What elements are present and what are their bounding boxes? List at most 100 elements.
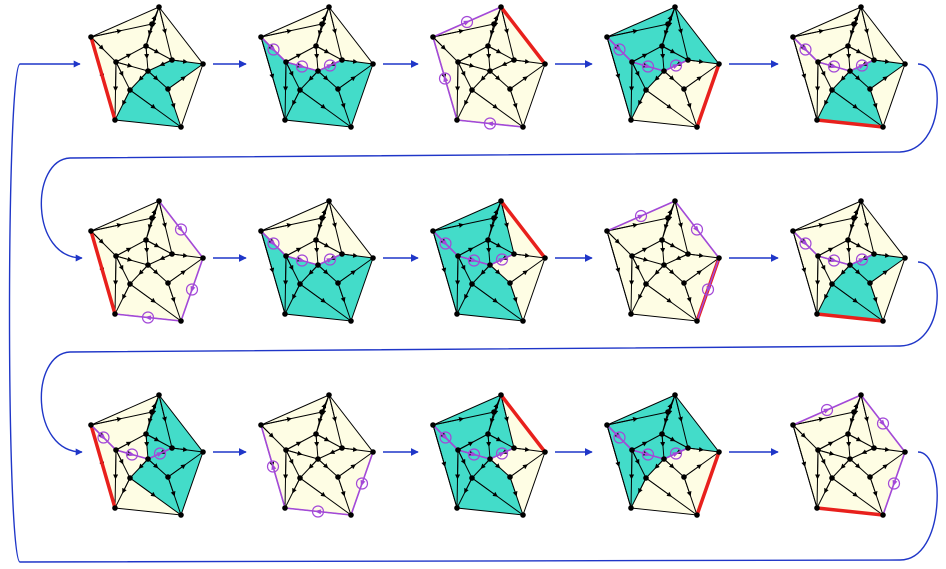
panel-8 (430, 198, 548, 324)
vertex (604, 34, 610, 40)
vertex (165, 280, 171, 286)
vertex (604, 422, 610, 428)
violet-circle (439, 431, 452, 444)
edge-arrow (283, 255, 289, 286)
edge-arrow (283, 449, 289, 480)
vertex (815, 59, 821, 65)
violet-arrowhead (644, 451, 652, 457)
violet-arrowhead (615, 433, 622, 440)
edge-arrow (285, 247, 302, 257)
vertex (659, 43, 665, 49)
edge-arrow (869, 282, 878, 303)
panel-3 (430, 4, 548, 130)
vertex (507, 474, 513, 480)
vertex (113, 253, 119, 259)
vertex (858, 198, 864, 204)
edge-arrow (815, 255, 821, 286)
edge-arrow (683, 88, 692, 109)
vertex (498, 4, 504, 10)
vertex (283, 447, 289, 453)
violet-circle (495, 253, 509, 266)
row-wrap-2 (40, 261, 938, 456)
panel-1 (88, 4, 206, 130)
vertex (880, 318, 886, 324)
vertex (542, 61, 548, 67)
edge-arrow (129, 283, 156, 303)
edge-arrow (860, 394, 869, 422)
edge-arrow (115, 441, 132, 451)
violet-arrowhead (190, 285, 196, 293)
violet-circle (295, 60, 309, 73)
violet-arrowhead (128, 451, 136, 457)
flow-arrows (8, 60, 938, 563)
edge-arrow (817, 53, 834, 63)
vertex (685, 251, 691, 257)
violet-circle (855, 59, 869, 72)
violet-arrowhead (892, 479, 898, 487)
edge-arrow (509, 282, 518, 303)
vertex (430, 34, 436, 40)
edge-arrow (606, 222, 638, 232)
edge-arrow (860, 6, 869, 34)
vertex (326, 392, 332, 398)
edge-arrow (158, 394, 167, 422)
face-light (261, 395, 373, 515)
red-edge (815, 312, 885, 323)
edge-arrow (645, 477, 672, 497)
edge-arrow (869, 270, 888, 284)
vertex (113, 447, 119, 453)
violet-arrowhead (99, 433, 106, 440)
vertex (659, 431, 665, 437)
violet-circle (267, 237, 280, 250)
vertex (672, 198, 678, 204)
edge-arrow (631, 441, 648, 451)
edge-arrow (831, 477, 858, 497)
vertex (845, 43, 851, 49)
violet-arrowhead (271, 463, 277, 471)
vertex (604, 228, 610, 234)
vertex (469, 87, 475, 93)
vertex (335, 280, 341, 286)
vertex (815, 253, 821, 259)
violet-circle (311, 505, 325, 518)
vertex (156, 4, 162, 10)
vertex (845, 237, 851, 243)
edge-arrow (629, 449, 635, 480)
face-light (433, 7, 545, 127)
violet-circle (174, 223, 188, 236)
row-wrap-1 (40, 63, 938, 262)
edge-arrow (129, 89, 156, 109)
violet-arrowhead (637, 214, 645, 220)
vertex (282, 505, 288, 511)
violet-circle (634, 209, 648, 223)
face-light (607, 201, 719, 321)
edge-arrow (674, 6, 683, 34)
violet-arrowhead (298, 257, 306, 263)
violet-arrowhead (470, 257, 478, 263)
violet-circle (701, 283, 715, 296)
vertex (315, 68, 321, 74)
vertex (149, 409, 155, 415)
vertex (297, 87, 303, 93)
edge-arrow (457, 53, 474, 63)
edge-arrow (817, 441, 834, 451)
vertex (829, 281, 835, 287)
red-edge (89, 35, 117, 122)
violet-circle (820, 403, 834, 417)
vertex (258, 228, 264, 234)
vertex (814, 117, 820, 123)
vertex (491, 215, 497, 221)
edge-arrow (831, 283, 858, 303)
vertex (112, 117, 118, 123)
violet-arrowhead (498, 452, 506, 458)
edge-arrow (471, 89, 498, 109)
vertex (326, 4, 332, 10)
violet-arrowhead (615, 45, 622, 52)
edge-arrow (129, 477, 156, 497)
vertex (145, 262, 151, 268)
violet-arrowhead (441, 239, 448, 246)
edge-arrow (337, 476, 346, 497)
red-edge (815, 506, 885, 517)
edge-arrow (328, 200, 337, 228)
